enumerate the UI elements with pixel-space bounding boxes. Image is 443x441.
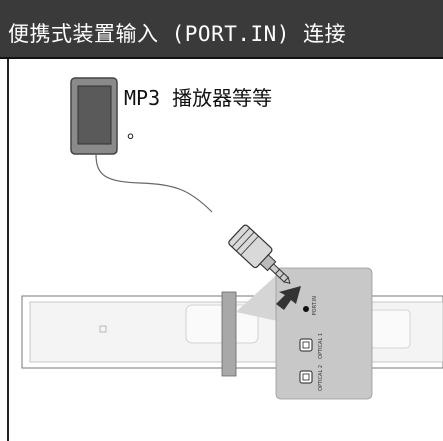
page-title: 便携式装置输入 (PORT.IN) 连接 <box>8 22 347 46</box>
port-in-jack <box>303 306 309 312</box>
optical-2-port <box>299 370 313 384</box>
optical-2-label: OPTICAL 2 <box>318 365 324 391</box>
audio-cable <box>95 153 213 213</box>
device-label: MP3 播放器等等 <box>124 86 273 110</box>
insert-arrow-icon <box>276 286 301 310</box>
device-label-suffix: 。 <box>127 122 145 143</box>
content-border <box>7 59 9 441</box>
optical-1-label: OPTICAL 1 <box>318 333 324 359</box>
zoom-indicator <box>236 270 282 322</box>
port-location-marker <box>221 291 237 377</box>
port-in-label: PORT.IN <box>312 296 318 316</box>
mp3-player-icon <box>70 77 118 155</box>
optical-1-port <box>299 338 313 352</box>
rear-panel <box>275 267 373 400</box>
jack-plug-icon <box>228 224 291 284</box>
page-header: 便携式装置输入 (PORT.IN) 连接 <box>0 0 443 59</box>
